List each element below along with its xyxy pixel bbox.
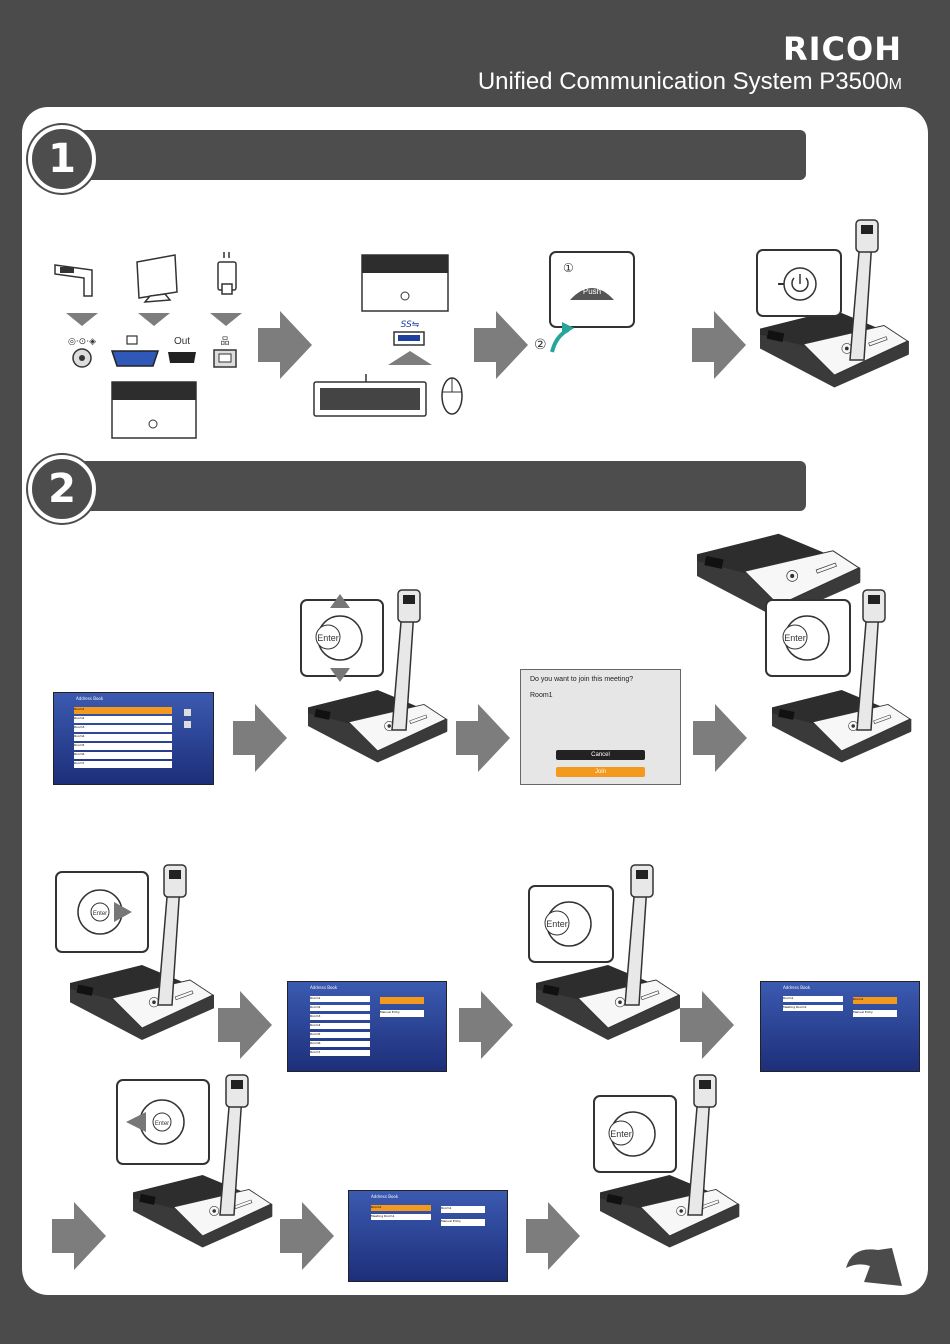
svg-text:Enter: Enter [546,919,568,929]
address-book-screen-4: Address Book Room1 Meeting Room1 Room1 M… [348,1190,508,1282]
svg-text:Enter: Enter [93,911,107,917]
keyboard-icon [313,374,427,417]
step1-number: 1 [28,125,96,193]
step1-bar [62,130,806,180]
device-rear-panel [111,381,197,439]
up-arrow-icon [330,594,350,608]
nav-device-updown: Enter [300,589,448,763]
product-name: Unified Communication System P3500M [477,68,902,95]
left-arrow-icon [126,1112,146,1132]
display-out-label: Out [174,336,190,347]
next-page-icon [846,1248,902,1286]
svg-text:Enter: Enter [784,633,806,643]
usb-label: SS⇋ [401,320,420,330]
svg-text:品: 品 [220,336,229,347]
power-button-icon [791,277,809,293]
svg-text:Enter: Enter [317,633,339,643]
nav-device-right: Enter [55,864,215,1041]
step2-bar [62,461,806,511]
down-arrow-icon [330,668,350,682]
nav-device-enter-2: Enter [528,864,681,1041]
monitor-icon [136,254,178,303]
cancel-button[interactable]: Cancel [556,750,645,760]
ricoh-logo: RICOH [782,30,902,68]
lan-plug-icon [217,252,237,295]
push-label: Push [583,287,601,296]
nav-device-enter-3: Enter [593,1074,740,1248]
nav-device-left: Enter [116,1074,273,1248]
address-book-screen-2: Address Book Room1 Room2 Room3 Room4 Roo… [287,981,447,1072]
push-open-illustration: ① Push ② [534,251,861,620]
device-usb-panel [361,254,449,312]
dialog-room: Room1 [530,692,553,699]
power-cable-icon [54,264,93,297]
nav-device-enter: Enter [765,589,912,763]
right-arrow-icon [114,902,132,922]
join-button[interactable]: Join [556,767,645,777]
dialog-question: Do you want to join this meeting? [530,676,634,683]
svg-text:Enter: Enter [610,1129,632,1139]
join-dialog: Do you want to join this meeting? Room1 … [520,669,681,785]
power-on-illustration [756,219,910,388]
address-book-screen-1: Address Book Room1 Room2 Room3 Room4 Roo… [53,692,214,785]
dc-power-symbol: ◎·⊙·◈ [68,337,96,347]
address-book-screen-3: Address Book Room1 Meeting Room1 Room1 M… [760,981,920,1072]
svg-text:Enter: Enter [155,1121,169,1127]
mouse-icon [441,377,463,415]
svg-text:①: ① [563,261,574,275]
svg-text:②: ② [534,337,547,353]
step2-number: 2 [28,455,96,523]
